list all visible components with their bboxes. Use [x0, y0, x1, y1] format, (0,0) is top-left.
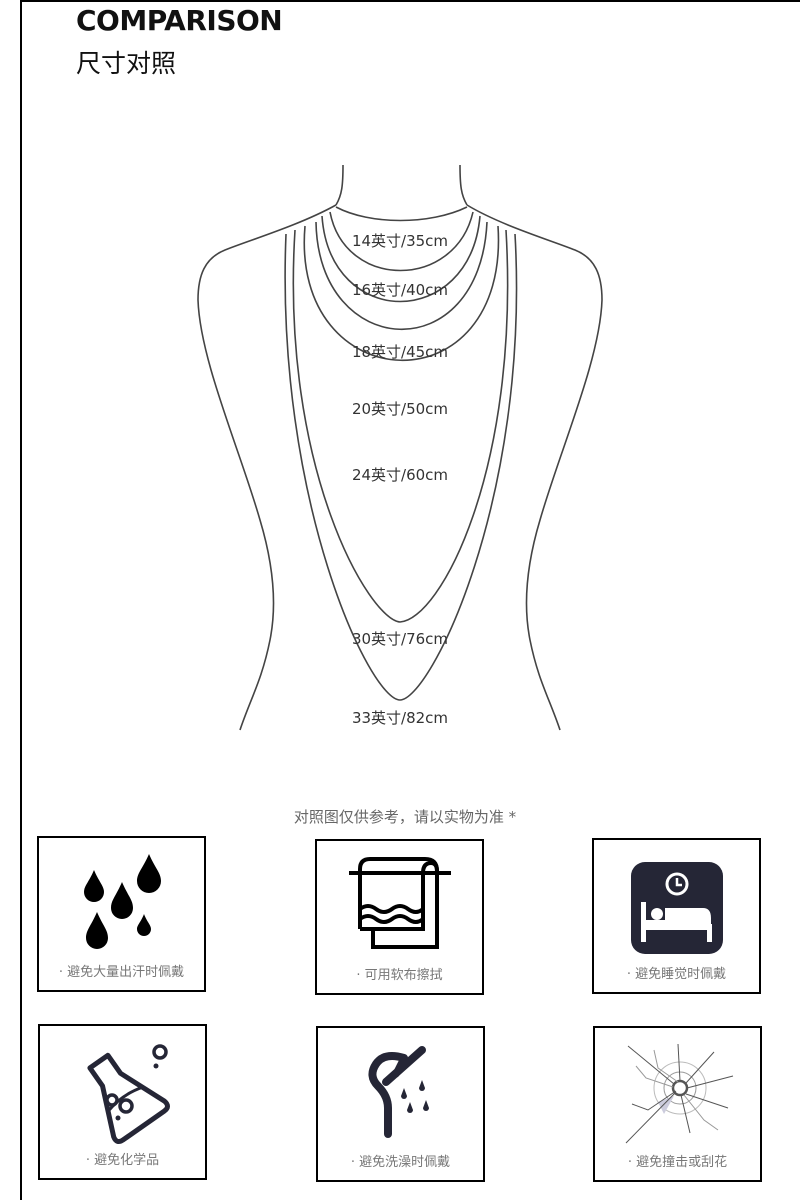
cracked-glass-icon — [625, 1043, 733, 1144]
chemical-flask-icon — [86, 1044, 170, 1145]
size-label-20in: 20英寸/50cm — [351, 400, 449, 418]
necklace-length-diagram — [197, 164, 603, 731]
care-card-shower: · 避免洗澡时佩戴 — [316, 1026, 485, 1182]
care-caption-wipe: · 可用软布擦拭 — [356, 968, 443, 983]
shower-icon — [368, 1046, 429, 1138]
title-english: COMPARISON — [76, 4, 283, 37]
size-label-33in: 33英寸/82cm — [351, 709, 449, 727]
care-card-impact: · 避免撞击或刮花 — [593, 1026, 762, 1182]
care-card-sleep: · 避免睡觉时佩戴 — [592, 838, 761, 994]
size-label-14in: 14英寸/35cm — [351, 232, 449, 250]
care-caption-sleep: · 避免睡觉时佩戴 — [626, 967, 727, 982]
frame-left-border — [20, 0, 22, 1200]
care-card-wipe: · 可用软布擦拭 — [315, 839, 484, 995]
frame-top-border — [21, 0, 800, 2]
care-caption-chemical: · 避免化学品 — [85, 1153, 160, 1168]
title-chinese: 尺寸对照 — [76, 49, 177, 78]
care-card-sweat: · 避免大量出汗时佩戴 — [37, 836, 206, 992]
care-caption-impact: · 避免撞击或刮花 — [627, 1155, 728, 1170]
towel-icon — [348, 857, 451, 949]
care-caption-shower: · 避免洗澡时佩戴 — [350, 1155, 451, 1170]
size-label-18in: 18英寸/45cm — [351, 343, 449, 361]
care-card-chemical: · 避免化学品 — [38, 1024, 207, 1180]
water-drops-icon — [83, 854, 161, 949]
size-label-16in: 16英寸/40cm — [351, 281, 449, 299]
size-label-30in: 30英寸/76cm — [351, 630, 449, 648]
sleep-bed-icon — [630, 862, 723, 954]
size-label-24in: 24英寸/60cm — [351, 466, 449, 484]
care-caption-sweat: · 避免大量出汗时佩戴 — [58, 965, 185, 980]
reference-note: 对照图仅供参考，请以实物为准 * — [293, 808, 517, 826]
